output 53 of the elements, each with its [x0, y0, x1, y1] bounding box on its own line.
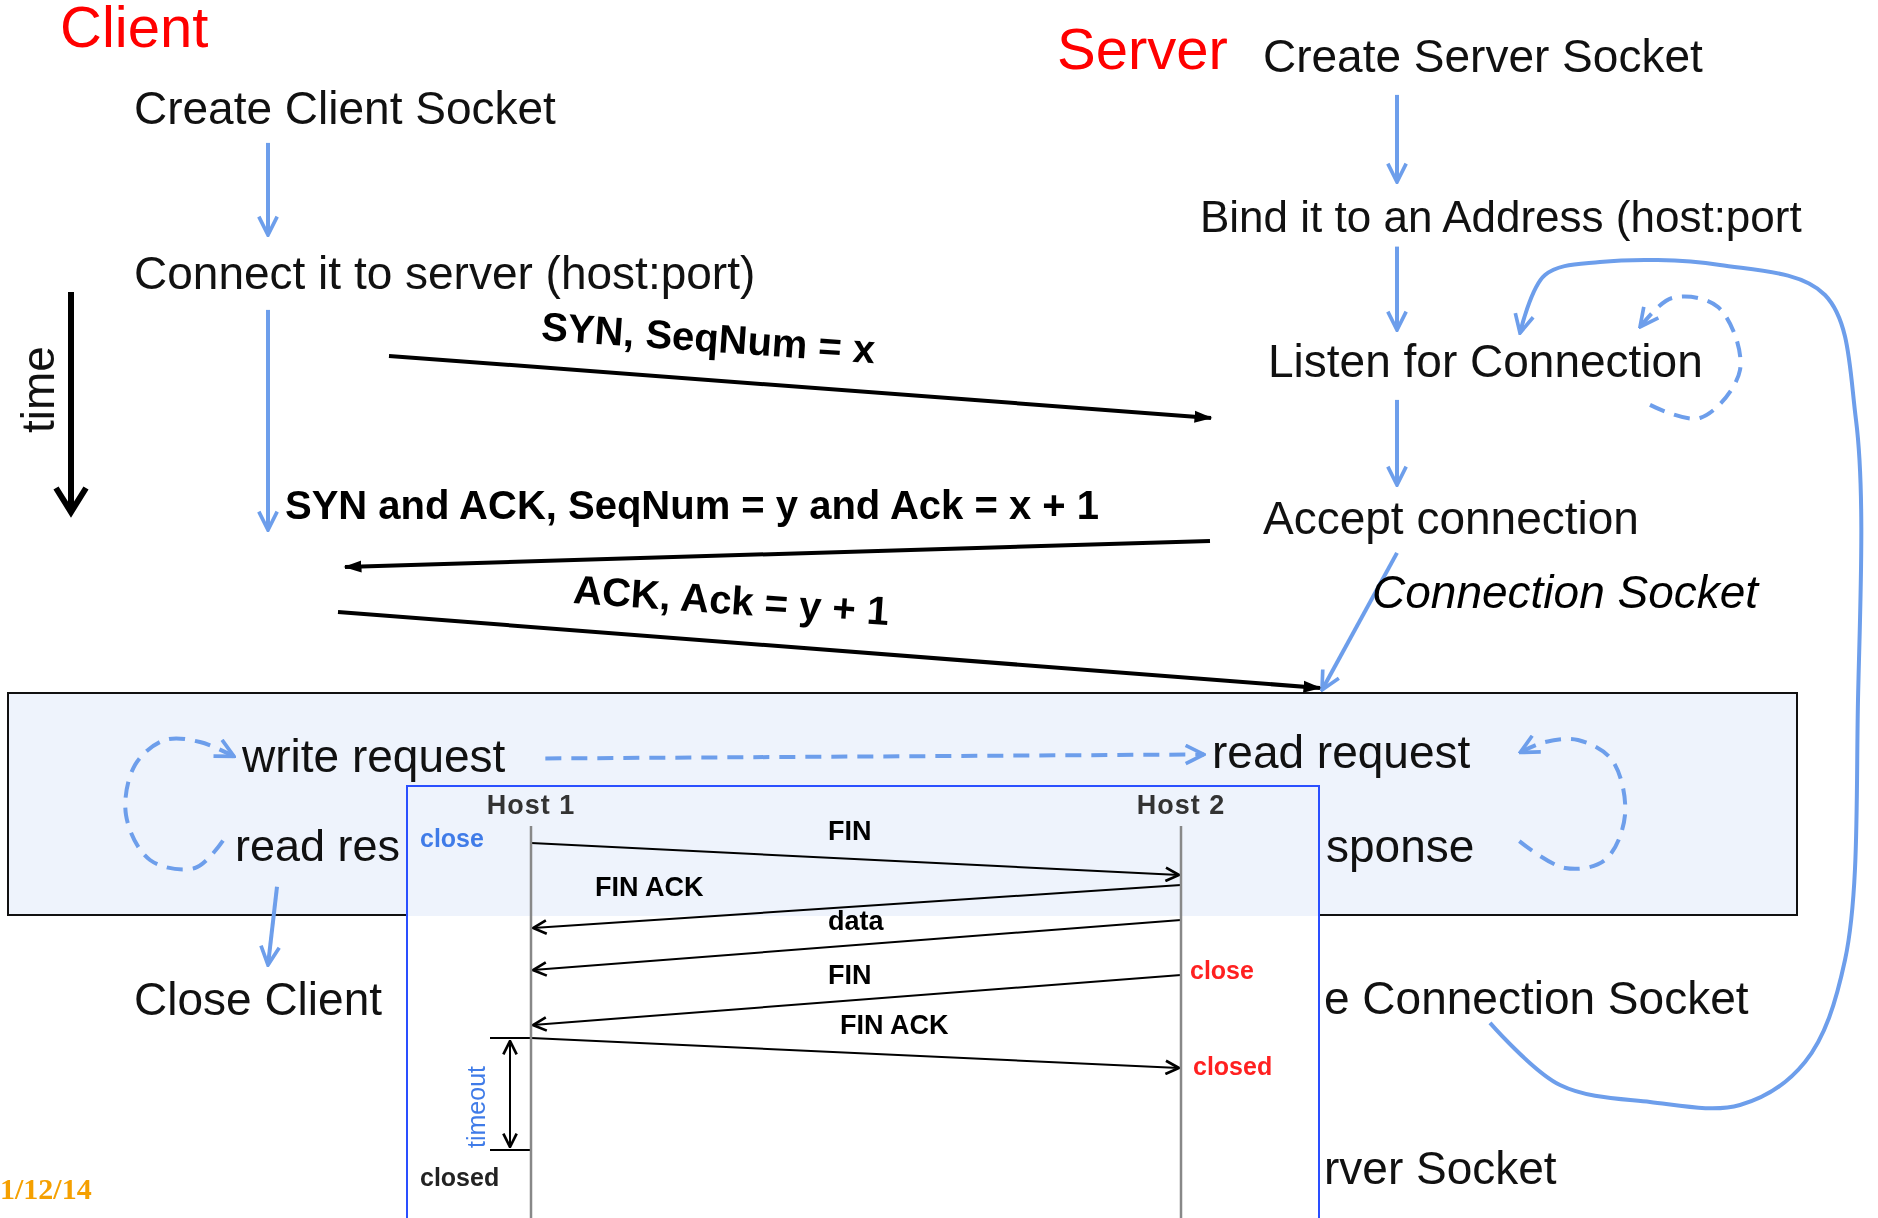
step-label: Bind it to an Address (host:port: [1200, 192, 1802, 243]
arrow: [259, 886, 282, 967]
edge-label: Connection Socket: [1372, 566, 1759, 619]
arrow: [1386, 399, 1408, 487]
arrow: [530, 842, 1181, 883]
step-label: write request: [242, 730, 506, 783]
step-label: Listen for Connection: [1268, 335, 1703, 388]
dashed-arrow: [1518, 733, 1628, 871]
edge-label: data: [828, 906, 884, 938]
step-label: rver Socket: [1324, 1142, 1557, 1195]
host-heading: Host 1: [486, 790, 576, 822]
edge-label: SYN and ACK, SeqNum = y and Ack = x + 1: [285, 482, 1099, 528]
arrow: [343, 538, 1211, 573]
dashed-arrow: [123, 736, 236, 872]
step-label: read request: [1212, 726, 1471, 779]
step-label: e Connection Socket: [1324, 972, 1749, 1025]
step-label: Create Client Socket: [134, 82, 556, 135]
dashed-arrow: [1638, 294, 1743, 421]
step-label: Create Server Socket: [1263, 30, 1703, 83]
state-label: close: [1190, 956, 1254, 985]
edge-label: FIN: [828, 960, 872, 992]
state-label: closed: [420, 1163, 500, 1192]
step-label: read res: [235, 820, 401, 872]
state-label: closed: [1193, 1052, 1273, 1081]
arrow: [257, 309, 279, 532]
arrow: [1320, 551, 1399, 692]
arrow: [1386, 246, 1408, 332]
edge-label: ACK, Ack = y + 1: [571, 566, 891, 634]
host-heading: Host 2: [1136, 790, 1226, 822]
arrow: [257, 142, 279, 237]
arrow: [1386, 94, 1408, 184]
date-label: 1/12/14: [0, 1172, 92, 1207]
heading: Client: [60, 0, 209, 61]
edge-label: FIN: [828, 816, 872, 848]
step-label: sponse: [1326, 820, 1475, 873]
arrow: [531, 884, 1182, 936]
arrow: [388, 353, 1213, 423]
dimension-label: timeout: [462, 1066, 491, 1148]
arrow: [531, 974, 1182, 1032]
arrow: [530, 1037, 1181, 1076]
edge-label: SYN, SeqNum = x: [539, 303, 877, 373]
step-label: Connect it to server (host:port): [134, 247, 756, 300]
step-label: Close Client: [134, 973, 382, 1026]
dashed-arrow: [545, 743, 1206, 766]
step-label: Accept connection: [1263, 492, 1639, 545]
arrow: [337, 610, 1322, 693]
edge-label: FIN ACK: [840, 1010, 949, 1042]
state-label: close: [420, 824, 484, 853]
edge-label: FIN ACK: [595, 872, 704, 904]
axis-label: time: [12, 346, 65, 433]
arrow: [1488, 258, 1864, 1111]
heading: Server: [1057, 16, 1228, 83]
arrow: [531, 919, 1182, 977]
